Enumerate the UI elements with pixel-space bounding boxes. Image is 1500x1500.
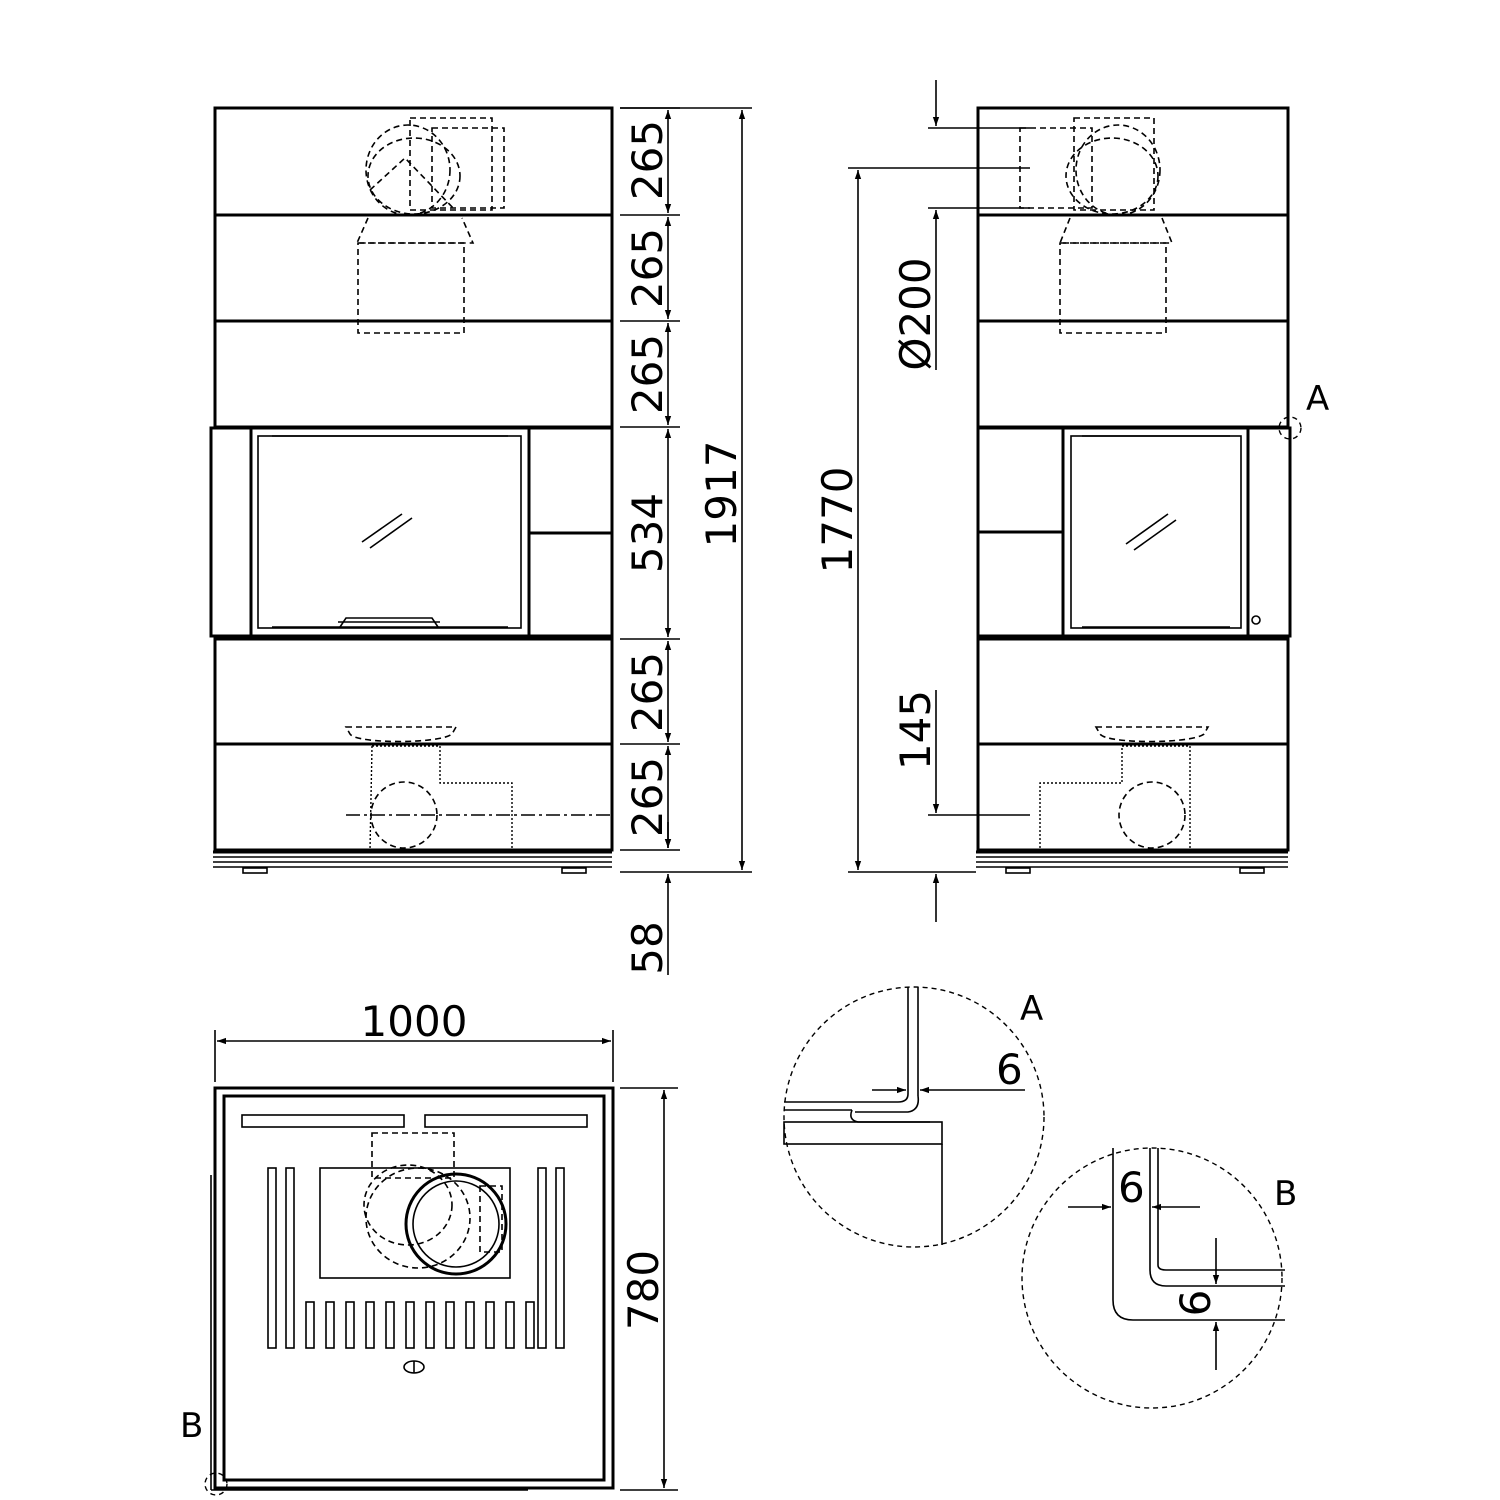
front-dim-3: 265 <box>623 334 672 414</box>
top-view <box>204 1086 615 1496</box>
top-flue-outlet <box>363 1132 508 1276</box>
side-flue-outlet <box>1019 117 1174 334</box>
side-flue-inlet <box>1039 726 1210 851</box>
detail-a-marker <box>1278 416 1302 440</box>
front-dim-4: 534 <box>623 493 672 573</box>
detail-b-marker-label: B <box>180 1406 203 1446</box>
side-view <box>976 106 1302 874</box>
front-dim-2: 265 <box>623 228 672 308</box>
width-label: 1000 <box>361 997 468 1046</box>
detail-b-gap-horizontal-label: 6 <box>1118 1163 1145 1212</box>
detail-a-marker-label: A <box>1306 379 1329 419</box>
detail-b-gap-vertical-label: 6 <box>1171 1290 1220 1317</box>
top-dimension-labels: 1000 780 B <box>180 997 668 1446</box>
detail-a-view <box>783 986 1045 1248</box>
total-height-label: 1917 <box>697 441 746 548</box>
front-dim-6: 265 <box>623 757 672 837</box>
flue-diameter-label: Ø200 <box>891 257 940 370</box>
detail-b-labels: B 6 6 <box>1118 1163 1297 1316</box>
detail-a-labels: A 6 <box>996 989 1043 1094</box>
front-dimension-labels: 265 265 265 534 265 265 1917 58 <box>623 120 746 975</box>
inlet-height-label: 145 <box>891 690 940 770</box>
top-vent-slots <box>305 1301 535 1349</box>
dimension-lines <box>214 80 1220 1491</box>
front-dim-5: 265 <box>623 652 672 732</box>
front-dim-1: 265 <box>623 120 672 200</box>
detail-b-view <box>1021 1147 1285 1409</box>
front-view <box>209 106 614 874</box>
depth-label: 780 <box>619 1250 668 1330</box>
outlet-height-label: 1770 <box>813 467 862 574</box>
front-flue-outlet <box>355 117 505 334</box>
base-height-label: 58 <box>623 921 672 974</box>
detail-a-gap-label: 6 <box>996 1045 1023 1094</box>
side-dimension-labels: Ø200 1770 145 A <box>813 257 1329 770</box>
front-flue-inlet <box>344 726 612 851</box>
detail-b-title: B <box>1274 1174 1297 1214</box>
detail-b-marker <box>204 1472 228 1496</box>
detail-a-title: A <box>1020 989 1043 1029</box>
